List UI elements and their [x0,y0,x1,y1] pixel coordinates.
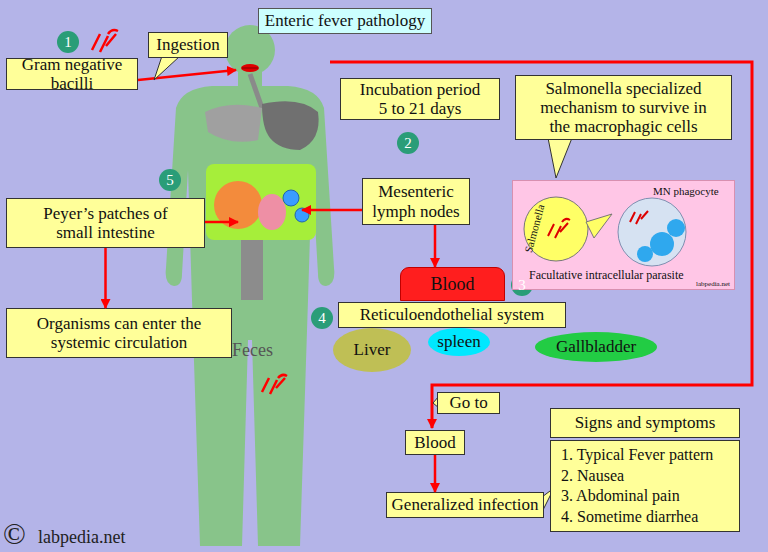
shape-outline [535,332,657,362]
node-text: 4. Sometime diarrhea [561,508,698,526]
callout-bubble: Generalized infection [386,492,544,518]
bacilli-symbol [548,211,648,238]
node-text: Generalized infection [392,495,539,514]
phagocyte-illustration [637,246,653,262]
bacterium-circle: Salmonella [524,197,588,261]
phagocyte-illustration [586,214,612,238]
title-box: Enteric fever pathology [258,8,432,34]
node-text: labpedia.net [696,281,730,288]
callout-number: 1 [57,31,79,53]
connector-arrow [434,455,437,492]
node-text: Blood [430,274,474,294]
node-text: 1. Typical Fever pattern [561,446,713,464]
node-text: Blood [414,433,456,452]
node-text: Organisms can enter the systemic circula… [22,314,217,352]
phagocyte-illustration [650,232,674,256]
node-text: Incubation period 5 to 21 days [356,80,484,118]
node-text: Peyer’s patches of small intestine [31,204,181,242]
callout-tail [548,138,572,178]
node-text: spleen [437,332,480,351]
callout-circle [311,307,333,329]
shape-outline [333,328,411,372]
node-text: Gallbladder [556,337,636,356]
copyright-mark: © [3,519,26,549]
process-box: Organisms can enter the systemic circula… [6,308,232,358]
bacilli-symbol [262,375,287,394]
node-text: Reticuloendothelial system [360,305,545,324]
bacilli-symbol [92,30,118,52]
flow-arrow [205,221,238,224]
bacilli-symbol [630,211,648,224]
shape-outline [524,197,588,261]
organ-illustration [258,194,286,230]
organ-blob: spleen [428,328,490,356]
process-box: Mesenteric lymph nodes [362,178,470,225]
human-figure [166,25,335,546]
flow-arrow [302,209,362,212]
callout-circle [57,31,79,53]
process-box: Peyer’s patches of small intestine [6,198,205,248]
node-text: Gram negative bacilli [12,55,132,93]
phagocyte-illustration [618,198,686,266]
callout-number: 5 [159,169,181,191]
blood-box: Blood [400,267,505,301]
illustration-panel: MN phagocyteFacultative intracellular pa… [512,180,735,290]
agent-box: Gram negative bacilli [6,58,138,90]
node-text: 3. Abdominal pain [561,487,680,505]
shape-outline [428,328,490,356]
organ-illustration [205,74,319,300]
node-text: Liver [354,340,391,359]
callout-bubble: Go to [437,392,500,414]
connector-arrow [434,225,437,267]
phagocyte-illustration [667,219,685,237]
callout-bubble: Ingestion [148,32,228,58]
callout-tail [154,56,180,80]
node-text: Signs and symptoms [575,413,716,432]
leader-line [330,62,752,428]
heading-box: Signs and symptoms [550,408,740,438]
node-text: Ingestion [156,35,219,54]
connector-arrow [104,248,107,308]
node-text: 2. Nausea [561,467,624,485]
lips-symbol [241,64,259,72]
callout-tail [154,56,572,512]
callout-circle [397,132,419,154]
organ-illustration [206,164,316,240]
node-text: Salmonella specialized mechanism to surv… [538,79,710,136]
process-box: Blood [405,430,465,455]
organ-label: Feces [232,341,273,359]
callout-number: 3 [511,274,533,296]
organ-illustration [262,101,319,150]
process-box: Incubation period 5 to 21 days [340,78,500,120]
callout-bubble: Salmonella specialized mechanism to surv… [515,75,732,140]
title-text: Enteric fever pathology [265,11,426,31]
list-box: 1. Typical Fever pattern 2. Nausea 3. Abdo… [550,440,740,532]
lips-symbol [241,64,259,72]
bacilli-symbol [548,219,570,238]
organ-blob: Liver [333,328,411,372]
process-box: Reticuloendothelial system [338,302,566,328]
leader-line [330,62,752,428]
callout-number: 4 [311,307,333,329]
phagocyte-illustration [586,198,686,266]
organ-illustration [283,190,299,206]
callout-number: 2 [397,132,419,154]
organ-illustration [250,74,262,108]
organ-illustration [241,240,263,300]
node-text: Go to [449,393,487,412]
flow-arrow [138,70,236,80]
node-text: Facultative intracellular parasite [529,269,684,281]
callout-circle [159,169,181,191]
lips-symbol [242,68,258,69]
organ-illustration [205,105,262,142]
node-text: Mesenteric lymph nodes [369,182,464,220]
organ-blob: Gallbladder [535,332,657,362]
node-text: MN phagocyte [653,186,719,197]
watermark: labpedia.net [38,528,125,546]
